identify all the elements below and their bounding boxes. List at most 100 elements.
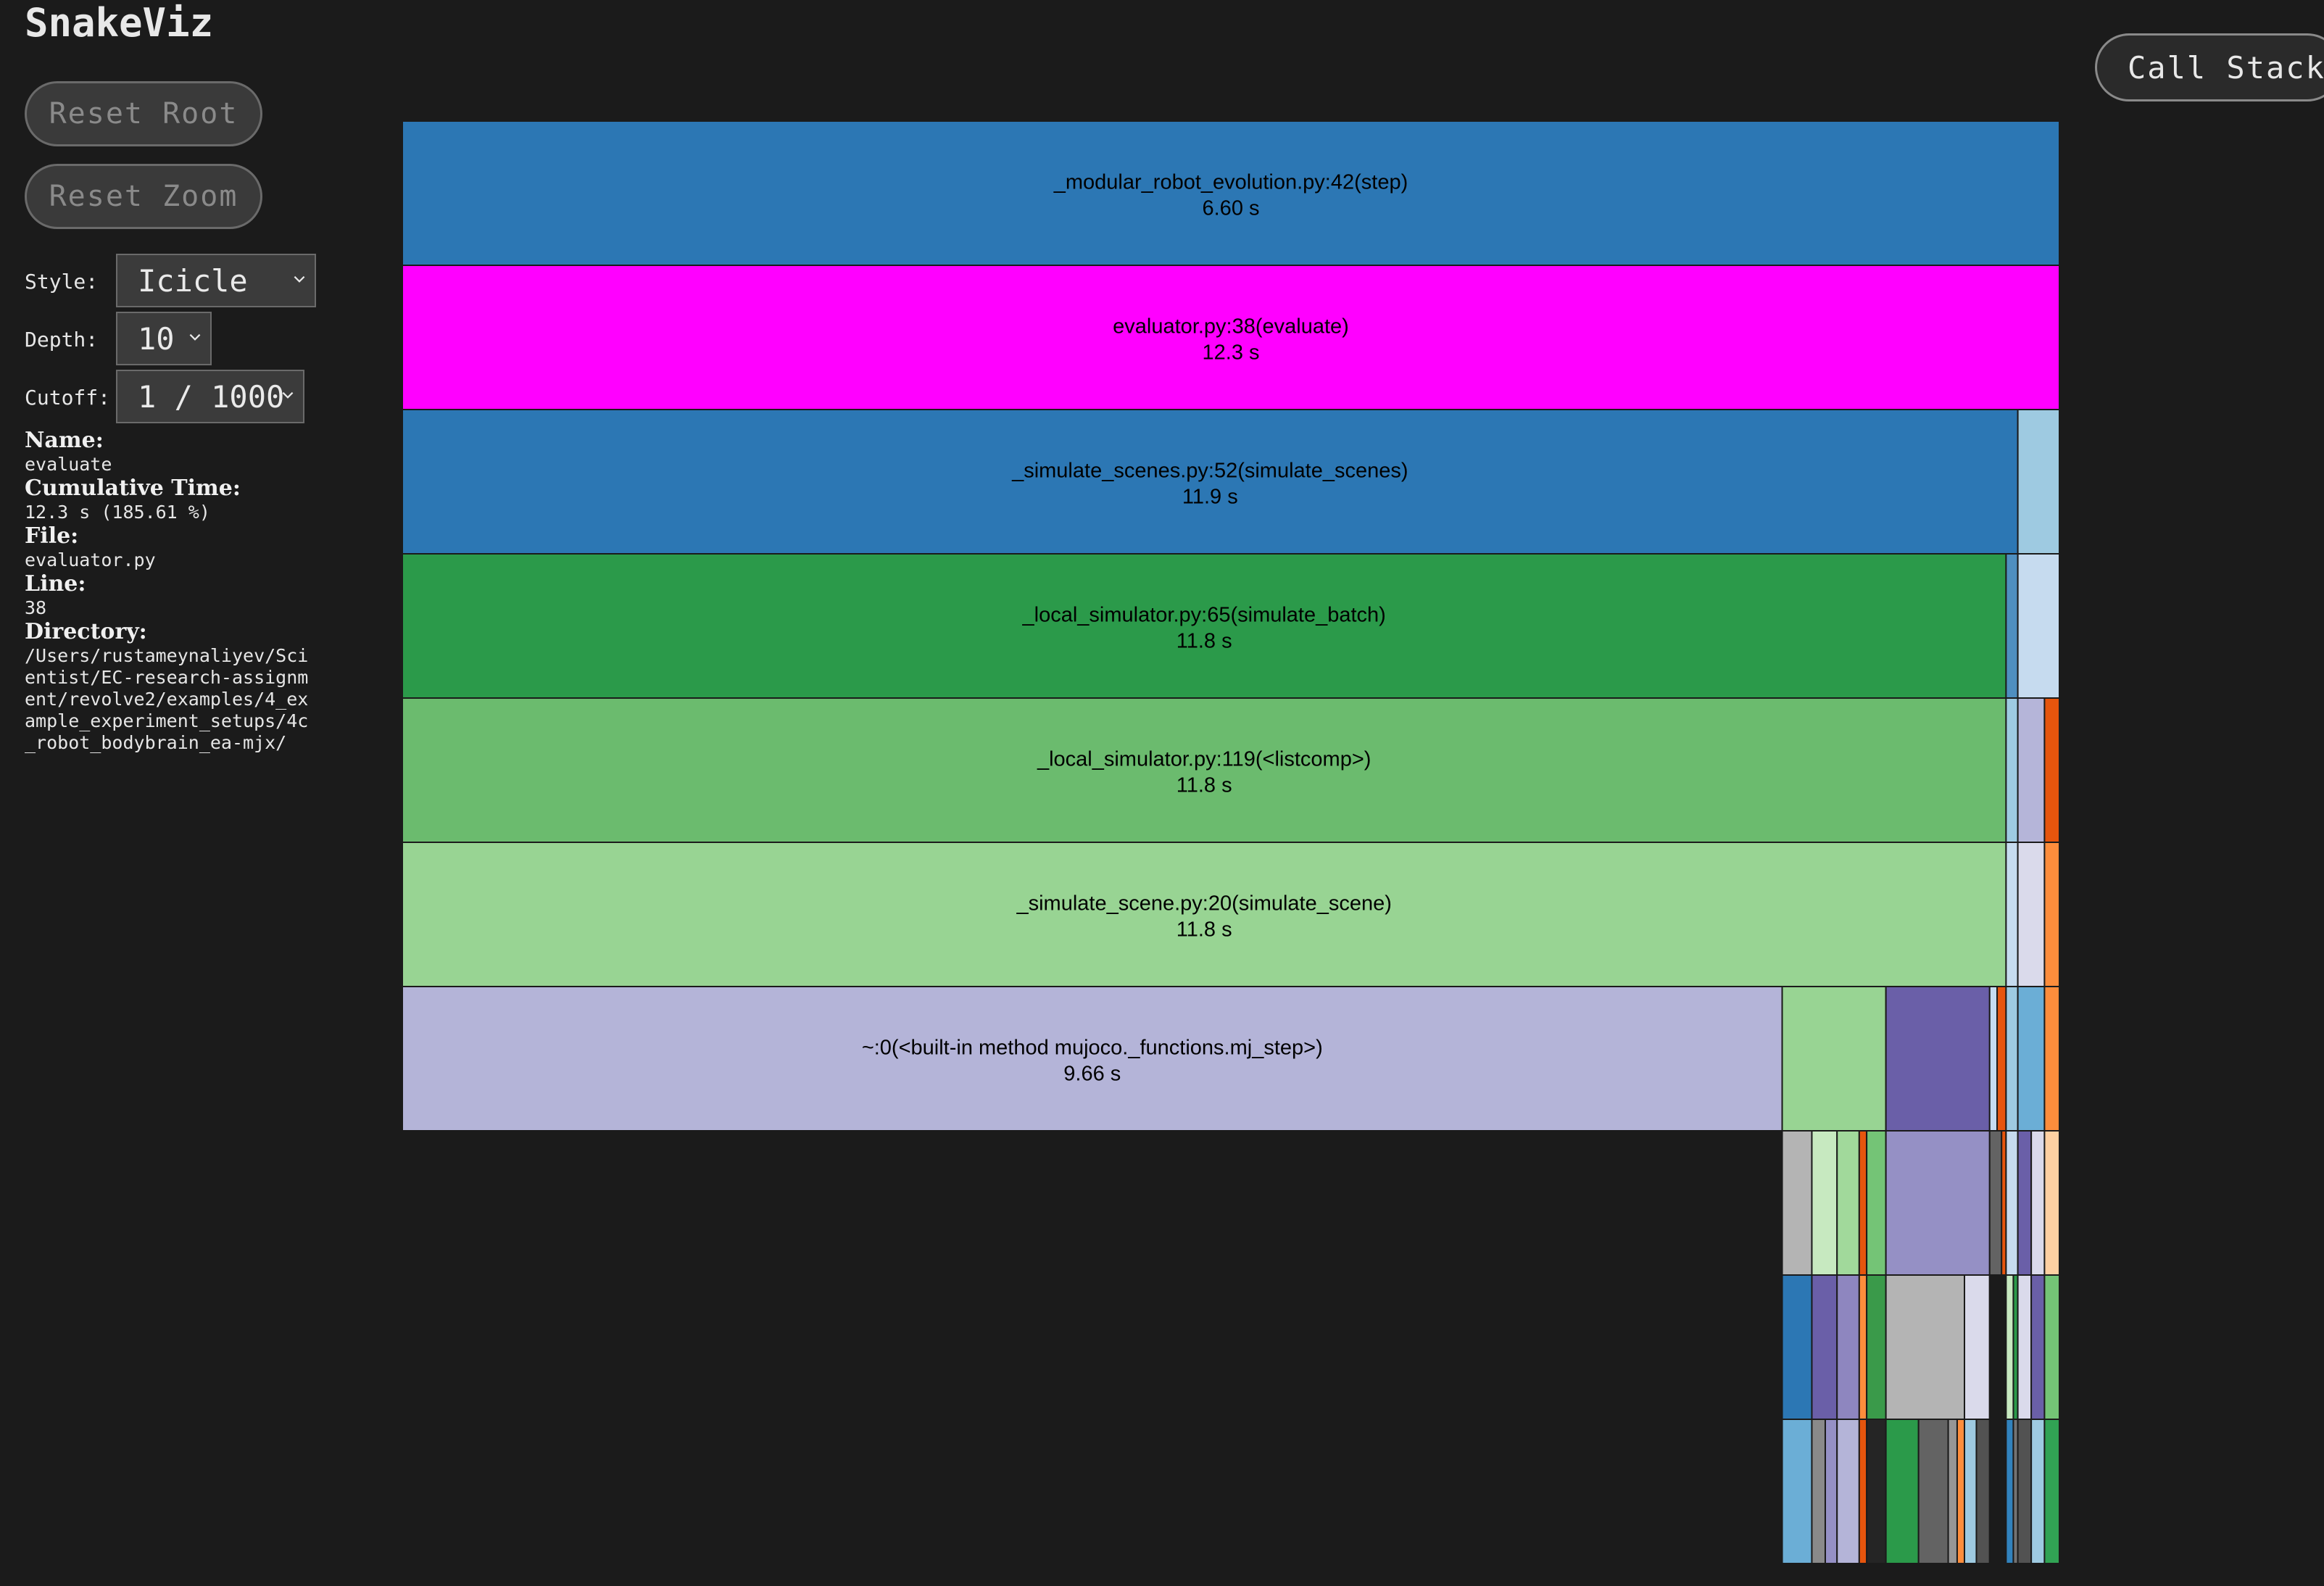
icicle-block-rect[interactable] <box>1964 1274 1991 1420</box>
icicle-block[interactable] <box>1885 1130 1991 1276</box>
icicle-block[interactable] <box>1988 1130 2003 1276</box>
cutoff-select[interactable]: 1 / 1000 <box>116 370 304 423</box>
icicle-block[interactable] <box>1866 1274 1887 1420</box>
icicle-block[interactable] <box>2017 842 2046 987</box>
icicle-block[interactable] <box>1858 1274 1868 1420</box>
icicle-block-rect[interactable] <box>1858 1130 1868 1276</box>
icicle-block-rect[interactable] <box>2005 1130 2019 1276</box>
icicle-block[interactable] <box>2043 986 2061 1132</box>
icicle-block[interactable] <box>2005 697 2019 843</box>
icicle-block[interactable] <box>1811 1274 1838 1420</box>
icicle-block[interactable] <box>1866 1130 1887 1276</box>
icicle-block[interactable] <box>2005 986 2019 1132</box>
icicle-block[interactable] <box>1885 1274 1966 1420</box>
icicle-block-rect[interactable] <box>1836 1130 1860 1276</box>
icicle-block[interactable]: evaluator.py:38(evaluate)12.3 s <box>402 265 2060 410</box>
icicle-block[interactable] <box>1917 1419 1949 1564</box>
icicle-block[interactable] <box>2030 1130 2046 1276</box>
icicle-block-rect[interactable] <box>2030 1419 2046 1564</box>
icicle-block[interactable] <box>1885 1419 1920 1564</box>
icicle-block[interactable] <box>1964 1419 1978 1564</box>
icicle-block-rect[interactable] <box>1781 1274 1813 1420</box>
icicle-block[interactable] <box>1964 1274 1991 1420</box>
icicle-block-rect[interactable] <box>2043 1274 2061 1420</box>
icicle-block[interactable] <box>1781 1130 1813 1276</box>
icicle-block-rect[interactable] <box>2030 1274 2046 1420</box>
icicle-block-rect[interactable] <box>1836 1419 1860 1564</box>
icicle-block[interactable] <box>2005 1419 2014 1564</box>
icicle-block[interactable] <box>1885 986 1991 1132</box>
icicle-block[interactable]: _local_simulator.py:119(<listcomp>)11.8 … <box>402 697 2007 843</box>
icicle-block[interactable] <box>1824 1419 1838 1564</box>
icicle-block[interactable] <box>1988 986 1999 1132</box>
icicle-block[interactable]: _simulate_scene.py:20(simulate_scene)11.… <box>402 842 2007 987</box>
icicle-block-rect[interactable] <box>1947 1419 1958 1564</box>
icicle-block[interactable]: _modular_robot_evolution.py:42(step)6.60… <box>402 120 2060 266</box>
icicle-block-rect[interactable] <box>2043 1419 2061 1564</box>
icicle-block-rect[interactable] <box>1858 1419 1868 1564</box>
icicle-block-rect[interactable] <box>1885 986 1991 1132</box>
icicle-block-rect[interactable] <box>402 986 1783 1132</box>
icicle-block[interactable] <box>2043 697 2061 843</box>
icicle-block[interactable] <box>2043 1274 2061 1420</box>
icicle-block[interactable] <box>1988 1274 2007 1420</box>
icicle-block[interactable] <box>2030 1274 2046 1420</box>
icicle-block[interactable] <box>1988 1419 2007 1564</box>
call-stack-button[interactable]: Call Stack <box>2095 33 2324 101</box>
icicle-block-rect[interactable] <box>2030 1130 2046 1276</box>
icicle-block[interactable] <box>2017 1419 2033 1564</box>
icicle-block[interactable] <box>1836 1130 1860 1276</box>
icicle-block-rect[interactable] <box>1866 1274 1887 1420</box>
icicle-block[interactable] <box>1996 986 2007 1132</box>
icicle-block-rect[interactable] <box>2043 986 2061 1132</box>
icicle-block-rect[interactable] <box>2043 697 2061 843</box>
icicle-block[interactable] <box>2005 842 2019 987</box>
icicle-block[interactable]: _local_simulator.py:65(simulate_batch)11… <box>402 553 2007 699</box>
icicle-block[interactable] <box>2017 409 2060 555</box>
icicle-block-rect[interactable] <box>402 265 2060 410</box>
icicle-block-rect[interactable] <box>1885 1419 1920 1564</box>
icicle-block-rect[interactable] <box>1975 1419 1991 1564</box>
icicle-block-rect[interactable] <box>1811 1130 1838 1276</box>
icicle-block-rect[interactable] <box>402 553 2007 699</box>
icicle-block-rect[interactable] <box>1988 1130 2003 1276</box>
style-select[interactable]: Icicle <box>116 254 316 307</box>
icicle-block-rect[interactable] <box>2017 409 2060 555</box>
icicle-block[interactable] <box>2017 553 2060 699</box>
icicle-block[interactable] <box>1781 1419 1813 1564</box>
icicle-block-rect[interactable] <box>1996 986 2007 1132</box>
reset-root-button[interactable]: Reset Root <box>25 81 262 146</box>
icicle-block-rect[interactable] <box>402 409 2019 555</box>
icicle-block-rect[interactable] <box>2017 842 2046 987</box>
icicle-block[interactable] <box>2017 1274 2033 1420</box>
icicle-block-rect[interactable] <box>2043 842 2061 987</box>
icicle-block-rect[interactable] <box>402 842 2007 987</box>
icicle-block-rect[interactable] <box>1811 1274 1838 1420</box>
icicle-block[interactable] <box>1781 1274 1813 1420</box>
icicle-block-rect[interactable] <box>2005 553 2019 699</box>
icicle-block[interactable] <box>2005 1274 2014 1420</box>
icicle-block[interactable] <box>1811 1419 1826 1564</box>
icicle-block[interactable] <box>1781 986 1887 1132</box>
icicle-block-rect[interactable] <box>2005 842 2019 987</box>
icicle-block[interactable] <box>1975 1419 1991 1564</box>
icicle-block-rect[interactable] <box>2043 1130 2061 1276</box>
icicle-block[interactable] <box>2017 1130 2033 1276</box>
icicle-block-rect[interactable] <box>1885 1274 1966 1420</box>
icicle-block[interactable] <box>2030 1419 2046 1564</box>
icicle-block[interactable] <box>2043 1130 2061 1276</box>
icicle-block-rect[interactable] <box>2017 1419 2033 1564</box>
icicle-block[interactable] <box>2043 842 2061 987</box>
icicle-block[interactable] <box>2043 1419 2061 1564</box>
icicle-block-rect[interactable] <box>1836 1274 1860 1420</box>
icicle-block-rect[interactable] <box>1988 1419 2007 1564</box>
icicle-block[interactable] <box>1836 1419 1860 1564</box>
icicle-block-rect[interactable] <box>1917 1419 1949 1564</box>
icicle-block[interactable] <box>2017 986 2046 1132</box>
icicle-block[interactable] <box>1956 1419 1966 1564</box>
icicle-block-rect[interactable] <box>1781 986 1887 1132</box>
icicle-block-rect[interactable] <box>2005 697 2019 843</box>
icicle-block-rect[interactable] <box>1964 1419 1978 1564</box>
icicle-block-rect[interactable] <box>2005 1274 2014 1420</box>
icicle-block-rect[interactable] <box>402 120 2060 266</box>
